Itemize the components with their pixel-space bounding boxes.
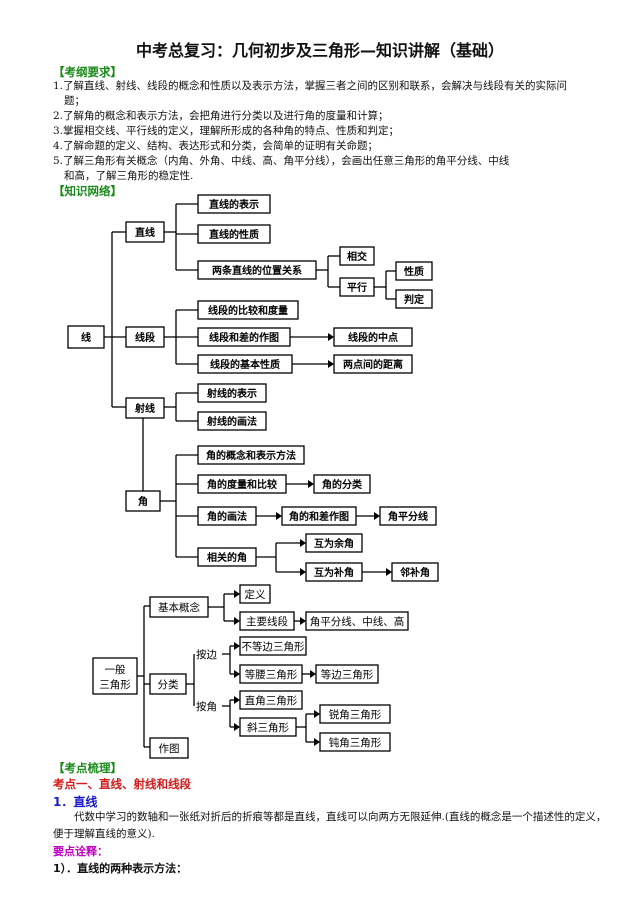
para1: 代数中学习的数轴和一张纸对折后的折痕等都是直线，直线可以向两方无限延伸.(直线的…	[53, 811, 607, 840]
node-sx-draw	[197, 411, 267, 431]
svg-text:线段: 线段	[135, 331, 155, 344]
node-j-class	[313, 474, 371, 494]
point1-heading: 考点一、直线、射线和线段	[53, 777, 191, 791]
tri-def	[239, 584, 271, 604]
svg-text:角的度量和比较: 角的度量和比较	[207, 478, 277, 491]
svg-text:一般: 一般	[105, 663, 126, 676]
svg-text:角: 角	[138, 495, 148, 508]
node-sx-rep	[197, 383, 267, 403]
svg-text:直线的性质: 直线的性质	[209, 228, 259, 241]
svg-text:作图: 作图	[159, 743, 180, 755]
section-requirements-heading: 【考纲要求】	[53, 65, 122, 79]
svg-text:直线的表示: 直线的表示	[209, 198, 259, 211]
node-j-comp	[305, 533, 363, 553]
sub1-heading: 1．直线	[53, 795, 98, 809]
svg-text:等边三角形: 等边三角形	[321, 668, 374, 681]
key-points-heading: 要点诠释：	[53, 845, 108, 858]
tri-obtuse	[319, 732, 391, 752]
node-shexian	[125, 397, 165, 419]
svg-text:相交: 相交	[347, 250, 367, 263]
node-xingzhi	[395, 261, 433, 281]
svg-text:线段和差的作图: 线段和差的作图	[209, 331, 279, 344]
svg-text:等腰三角形: 等腰三角形	[245, 668, 298, 681]
node-j-concept	[197, 445, 305, 465]
tri-by-angle: 按角	[196, 700, 217, 713]
svg-text:锐角三角形: 锐角三角形	[329, 708, 382, 721]
svg-text:互为余角: 互为余角	[314, 537, 354, 550]
svg-text:两条直线的位置关系: 两条直线的位置关系	[212, 264, 302, 277]
svg-text:钝角三角形: 钝角三角形	[329, 736, 382, 749]
requirement-5: 5.了解三角形有关概念（内角、外角、中线、高、角平分线），会画出任意三角形的角平…	[53, 155, 510, 167]
svg-text:三角形: 三角形	[99, 679, 131, 691]
node-xiangjiao	[339, 246, 375, 266]
svg-text:相关的角: 相关的角	[207, 551, 247, 564]
svg-text:分类: 分类	[158, 678, 179, 691]
svg-text:邻补角: 邻补角	[400, 566, 430, 579]
tri-equilateral	[315, 664, 379, 684]
svg-text:定义: 定义	[245, 588, 266, 601]
svg-text:不等边三角形: 不等边三角形	[242, 640, 305, 653]
requirement-4: 4.了解命题的定义、结构、表达形式和分类，会简单的证明有关命题；	[53, 140, 379, 152]
svg-text:射线的表示: 射线的表示	[206, 387, 257, 400]
node-zx-prop	[197, 224, 271, 244]
svg-text:斜三角形: 斜三角形	[247, 721, 289, 734]
svg-text:判定: 判定	[404, 293, 424, 306]
node-j-adjsupp	[391, 562, 439, 582]
svg-text:线段的中点: 线段的中点	[348, 331, 398, 344]
svg-text:角的概念和表示方法: 角的概念和表示方法	[206, 449, 296, 462]
svg-text:角平分线: 角平分线	[388, 510, 428, 523]
requirement-3: 3.掌握相交线、平行线的定义，理解所形成的各种角的特点、性质和判定；	[53, 125, 400, 137]
node-j-bisector	[379, 506, 437, 526]
requirement-1-cont: 题；	[64, 95, 85, 107]
svg-text:平行: 平行	[347, 281, 367, 294]
tri-segs	[305, 611, 409, 631]
svg-text:基本概念: 基本概念	[158, 601, 200, 614]
section-review-heading: 【考点梳理】	[53, 761, 122, 775]
tri-right	[239, 690, 303, 710]
tri-scalene	[239, 636, 307, 656]
node-xd-dist	[333, 354, 413, 374]
svg-text:线段的基本性质: 线段的基本性质	[210, 358, 280, 371]
svg-text:主要线段: 主要线段	[246, 615, 288, 628]
svg-text:两点间的距离: 两点间的距离	[343, 358, 403, 371]
section-network-heading: 【知识网络】	[53, 184, 122, 198]
page-title: 中考总复习：几何初步及三角形—知识讲解（基础）	[135, 41, 504, 60]
svg-text:角平分线、中线、高: 角平分线、中线、高	[310, 615, 405, 628]
requirement-2: 2.了解角的概念和表示方法，会把角进行分类以及进行角的度量和计算；	[53, 110, 389, 122]
node-zx-rep	[197, 194, 271, 214]
node-root-label: 线	[81, 331, 91, 344]
node-panding	[395, 289, 433, 309]
node-xd-cmp	[197, 300, 299, 320]
svg-text:线段的比较和度量: 线段的比较和度量	[208, 304, 288, 317]
svg-text:直角三角形: 直角三角形	[245, 694, 298, 707]
node-xd-mid	[333, 327, 413, 347]
requirement-5-cont: 和高，了解三角形的稳定性.	[64, 170, 194, 182]
svg-text:射线: 射线	[134, 402, 155, 415]
item1-heading: 1）．直线的两种表示方法：	[53, 862, 188, 875]
svg-text:角的和差作图: 角的和差作图	[289, 510, 349, 523]
svg-text:射线的画法: 射线的画法	[206, 415, 257, 428]
svg-text:性质: 性质	[403, 265, 424, 278]
tri-by-side: 按边	[196, 648, 217, 661]
svg-text:直线: 直线	[135, 226, 155, 239]
svg-text:角的画法: 角的画法	[207, 510, 247, 523]
svg-text:互为补角: 互为补角	[314, 566, 354, 579]
requirement-1: 1.了解直线、射线、线段的概念和性质以及表示方法，掌握三者之间的区别和联系，会解…	[53, 80, 568, 92]
tri-acute	[319, 704, 391, 724]
tri-draw	[149, 737, 189, 759]
svg-text:角的分类: 角的分类	[322, 478, 362, 491]
